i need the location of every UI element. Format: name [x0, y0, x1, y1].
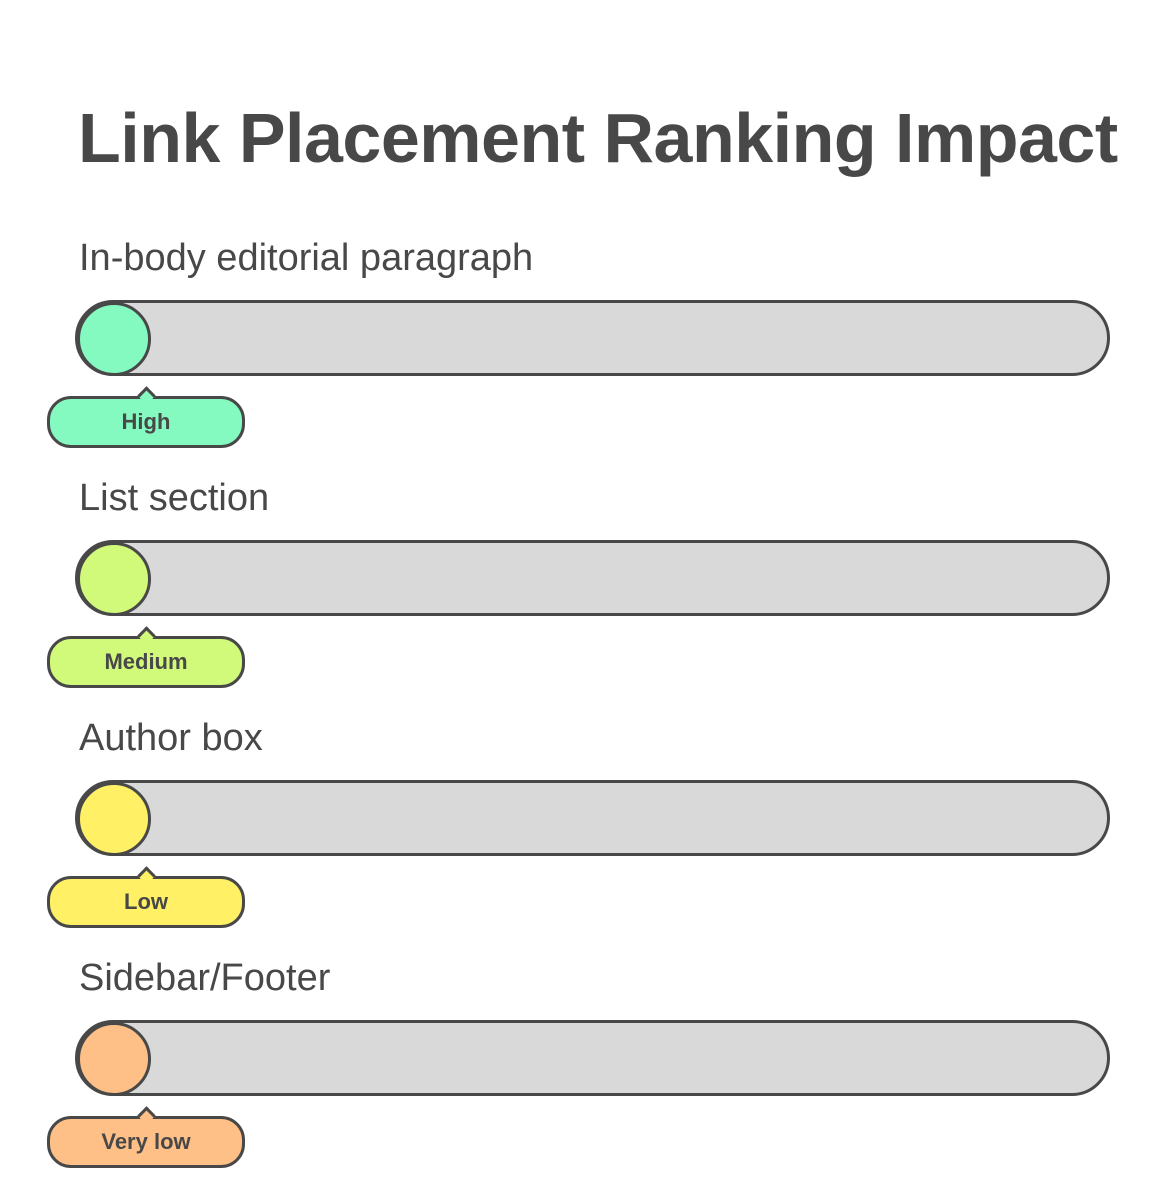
impact-track	[75, 540, 1110, 616]
impact-track	[75, 1020, 1110, 1096]
row-label: In-body editorial paragraph	[79, 237, 534, 279]
placement-row-author-box: Author box Low	[0, 716, 1150, 956]
placement-row-list-section: List section Medium	[0, 476, 1150, 716]
impact-badge-label: High	[121, 409, 171, 434]
impact-badge-label: Low	[124, 889, 168, 914]
row-label: List section	[79, 477, 270, 519]
impact-knob	[77, 542, 151, 616]
page-title: Link Placement Ranking Impact	[78, 99, 1118, 177]
impact-badge-label: Very low	[101, 1129, 191, 1154]
impact-track	[75, 780, 1110, 856]
impact-badge-label: Medium	[104, 649, 188, 674]
placement-row-sidebar-footer: Sidebar/Footer Very low	[0, 956, 1150, 1196]
impact-knob	[77, 1022, 151, 1096]
impact-track	[75, 300, 1110, 376]
row-label: Author box	[79, 717, 263, 759]
row-label: Sidebar/Footer	[79, 957, 331, 999]
impact-knob	[77, 302, 151, 376]
placement-row-in-body: In-body editorial paragraph High	[0, 236, 1150, 476]
impact-knob	[77, 782, 151, 856]
